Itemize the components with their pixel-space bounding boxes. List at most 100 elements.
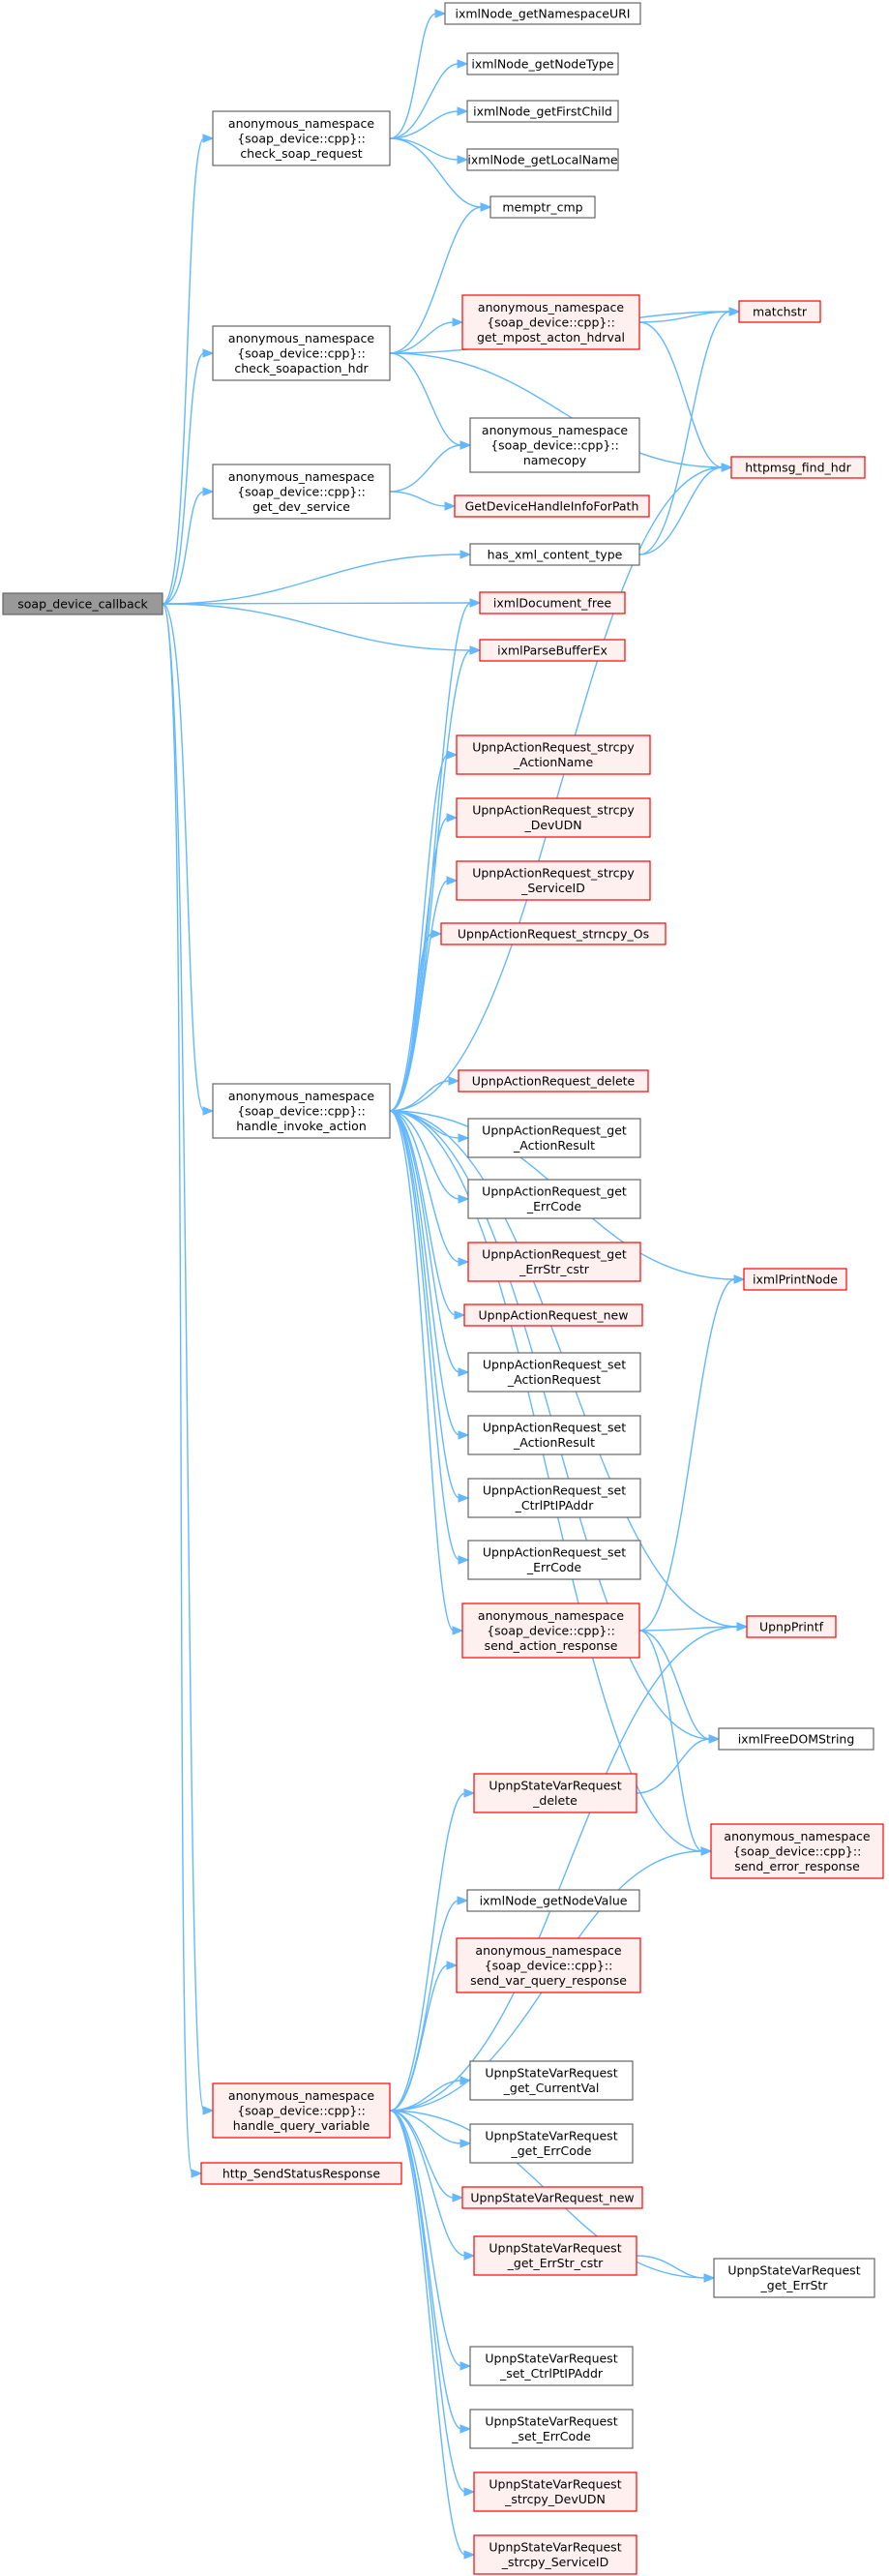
node-check-soapaction-hdr[interactable]: anonymous_namespace{soap_device::cpp}::c… bbox=[212, 325, 391, 381]
node-box bbox=[489, 195, 596, 219]
node-usvr-set-ctrlptipaddr[interactable]: UpnpStateVarRequest_set_CtrlPtIPAddr bbox=[469, 2346, 634, 2386]
node-label: send_error_response bbox=[734, 1859, 860, 1873]
edge-check_soap_request-to-ixmlNode_getNamespaceURI bbox=[389, 9, 447, 139]
node-memptr-cmp[interactable]: memptr_cmp bbox=[489, 195, 596, 219]
node-usvr-set-errcode[interactable]: UpnpStateVarRequest_set_ErrCode bbox=[469, 2409, 634, 2449]
arrowhead bbox=[457, 1896, 469, 1905]
node-usvr-get-errstr-cstr[interactable]: UpnpStateVarRequest_get_ErrStr_cstr bbox=[473, 2235, 637, 2276]
node-check-soap-request[interactable]: anonymous_namespace{soap_device::cpp}::c… bbox=[212, 110, 391, 166]
node-uar-get-errcode[interactable]: UpnpActionRequest_get_ErrCode bbox=[467, 1179, 641, 1219]
node-usvr-get-errcode[interactable]: UpnpStateVarRequest_get_ErrCode bbox=[469, 2123, 634, 2164]
node-label: _DevUDN bbox=[523, 818, 581, 832]
node-ixmldocument-free[interactable]: ixmlDocument_free bbox=[479, 591, 626, 614]
arrowhead bbox=[452, 1626, 464, 1635]
node-uar-set-ctrlptipaddr[interactable]: UpnpActionRequest_set_CtrlPtIPAddr bbox=[467, 1478, 641, 1518]
edge-handle_invoke_action-to-UARS_strncpy_Os bbox=[389, 929, 443, 1112]
edge-handle_invoke_action-to-UAR_get_ErrStr_cstr bbox=[389, 1110, 470, 1267]
node-label: handle_query_variable bbox=[233, 2118, 370, 2133]
node-label: UpnpStateVarRequest bbox=[489, 2477, 621, 2492]
node-uar-delete[interactable]: UpnpActionRequest_delete bbox=[458, 1069, 649, 1093]
node-usvr-get-errstr[interactable]: UpnpStateVarRequest_get_ErrStr bbox=[713, 2258, 875, 2298]
node-root[interactable]: soap_device_callback bbox=[2, 592, 163, 615]
node-ixmlnode-getnodetype[interactable]: ixmlNode_getNodeType bbox=[466, 52, 619, 75]
node-usvr-strcpy-serviceid[interactable]: UpnpStateVarRequest_strcpy_ServiceID bbox=[473, 2534, 637, 2575]
node-send-error-response[interactable]: anonymous_namespace{soap_device::cpp}::s… bbox=[710, 1823, 884, 1879]
arrowhead bbox=[191, 2169, 203, 2178]
node-uars-strncpy-os[interactable]: UpnpActionRequest_strncpy_Os bbox=[440, 922, 667, 945]
arrowhead bbox=[202, 2106, 215, 2115]
node-label: soap_device_callback bbox=[17, 596, 148, 611]
node-ixmlnode-getfirstchild[interactable]: ixmlNode_getFirstChild bbox=[466, 100, 619, 123]
arrowhead bbox=[459, 2361, 472, 2371]
node-get-mpost-acton-hdrval[interactable]: anonymous_namespace{soap_device::cpp}::g… bbox=[461, 294, 640, 350]
node-ixmlnode-getlocalname[interactable]: ixmlNode_getLocalName bbox=[466, 148, 619, 171]
node-uar-get-actionresult[interactable]: UpnpActionRequest_get_ActionResult bbox=[467, 1118, 641, 1158]
node-namecopy[interactable]: anonymous_namespace{soap_device::cpp}::n… bbox=[469, 417, 640, 473]
node-uars-actionname[interactable]: UpnpActionRequest_strcpy_ActionName bbox=[456, 734, 651, 775]
edge-handle_query_variable-to-USVR_strcpy_DevUDN bbox=[389, 2110, 476, 2497]
node-label: _ErrCode bbox=[526, 1199, 582, 1213]
edge-handle_query_variable-to-USVR_strcpy_ServiceID bbox=[389, 2110, 476, 2560]
node-http-sendstatusresponse[interactable]: http_SendStatusResponse bbox=[200, 2162, 402, 2185]
node-matchstr[interactable]: matchstr bbox=[738, 300, 821, 323]
node-usvr-strcpy-devudn[interactable]: UpnpStateVarRequest_strcpy_DevUDN bbox=[473, 2471, 637, 2512]
node-upnpprintf[interactable]: UpnpPrintf bbox=[746, 1615, 837, 1638]
node-has-xml-content-type[interactable]: has_xml_content_type bbox=[469, 543, 640, 566]
node-ixmlnode-getnamespaceuri[interactable]: ixmlNode_getNamespaceURI bbox=[444, 2, 641, 25]
node-uars-serviceid[interactable]: UpnpActionRequest_strcpy_ServiceID bbox=[456, 860, 651, 901]
arrowhead bbox=[446, 1961, 459, 1970]
node-send-var-query-response[interactable]: anonymous_namespace{soap_device::cpp}::s… bbox=[456, 1937, 641, 1993]
node-ixmlparsebufferex[interactable]: ixmlParseBufferEx bbox=[479, 639, 626, 662]
node-get-dev-service[interactable]: anonymous_namespace{soap_device::cpp}::g… bbox=[212, 464, 391, 520]
arrowhead bbox=[480, 202, 492, 212]
node-ixmlnode-getnodevalue[interactable]: ixmlNode_getNodeValue bbox=[466, 1889, 640, 1912]
node-box bbox=[200, 2162, 402, 2185]
arrowhead bbox=[430, 929, 443, 939]
edge-check_soap_request-to-ixmlNode_getFirstChild bbox=[389, 106, 469, 139]
node-label: UpnpActionRequest_strcpy bbox=[472, 740, 635, 755]
node-send-action-response[interactable]: anonymous_namespace{soap_device::cpp}::s… bbox=[461, 1603, 640, 1659]
node-uar-set-actionresult[interactable]: UpnpActionRequest_set_ActionResult bbox=[467, 1415, 641, 1455]
node-box bbox=[212, 325, 391, 381]
node-box bbox=[718, 1727, 874, 1751]
edge-handle_invoke_action-to-UAR_set_CtrlPtIPAddr bbox=[389, 1110, 470, 1503]
node-uar-set-errcode[interactable]: UpnpActionRequest_set_ErrCode bbox=[467, 1540, 641, 1580]
node-label: UpnpActionRequest_set bbox=[483, 1421, 626, 1435]
node-label: anonymous_namespace bbox=[478, 1608, 624, 1623]
edge-root-to-check_soapaction_hdr bbox=[162, 348, 215, 605]
edge-handle_invoke_action-to-httpmsg_find_hdr bbox=[389, 463, 733, 1112]
node-uar-get-errstr-cstr[interactable]: UpnpActionRequest_get_ErrStr_cstr bbox=[467, 1242, 641, 1282]
node-usvr-delete[interactable]: UpnpStateVarRequest_delete bbox=[473, 1773, 637, 1813]
node-httpmsg-find-hdr[interactable]: httpmsg_find_hdr bbox=[730, 456, 866, 479]
node-box bbox=[469, 417, 640, 473]
node-ixmlfreedomstring[interactable]: ixmlFreeDOMString bbox=[718, 1727, 874, 1751]
node-label: UpnpActionRequest_set bbox=[483, 1483, 626, 1498]
node-label: anonymous_namespace bbox=[478, 300, 624, 315]
node-box bbox=[469, 543, 640, 566]
arrowhead bbox=[446, 813, 459, 823]
node-usvr-new[interactable]: UpnpStateVarRequest_new bbox=[461, 2186, 643, 2209]
node-label: UpnpStateVarRequest bbox=[485, 2351, 617, 2366]
node-label: _ServiceID bbox=[520, 881, 585, 895]
node-handle-query-variable[interactable]: anonymous_namespace{soap_device::cpp}::h… bbox=[212, 2082, 391, 2139]
node-label: UpnpStateVarRequest bbox=[489, 2540, 621, 2555]
node-box bbox=[467, 1540, 641, 1580]
arrowhead bbox=[728, 307, 741, 316]
node-uar-new[interactable]: UpnpActionRequest_new bbox=[463, 1303, 643, 1327]
node-box bbox=[456, 860, 651, 901]
node-handle-invoke-action[interactable]: anonymous_namespace{soap_device::cpp}::h… bbox=[212, 1083, 391, 1139]
node-label: UpnpActionRequest_get bbox=[482, 1247, 627, 1262]
node-uar-set-actionrequest[interactable]: UpnpActionRequest_set_ActionRequest bbox=[467, 1352, 641, 1393]
node-usvr-get-currentval[interactable]: UpnpStateVarRequest_get_CurrentVal bbox=[469, 2060, 634, 2101]
node-getdevicehandleinfoforpath[interactable]: GetDeviceHandleInfoForPath bbox=[454, 494, 650, 518]
node-label: ixmlPrintNode bbox=[753, 1272, 838, 1286]
edge-handle_invoke_action-to-UARS_ActionName bbox=[389, 750, 459, 1112]
node-label: GetDeviceHandleInfoForPath bbox=[465, 498, 639, 513]
node-box bbox=[473, 1773, 637, 1813]
edge-root-to-check_soap_request bbox=[162, 134, 215, 605]
node-label: _ActionResult bbox=[513, 1138, 595, 1153]
node-label: {soap_device::cpp}:: bbox=[485, 1958, 613, 1972]
node-ixmlprintnode[interactable]: ixmlPrintNode bbox=[743, 1268, 847, 1291]
edge-get_dev_service-to-GetDeviceHandleInfoForPath bbox=[389, 491, 457, 511]
node-uars-devudn[interactable]: UpnpActionRequest_strcpy_DevUDN bbox=[456, 797, 651, 838]
